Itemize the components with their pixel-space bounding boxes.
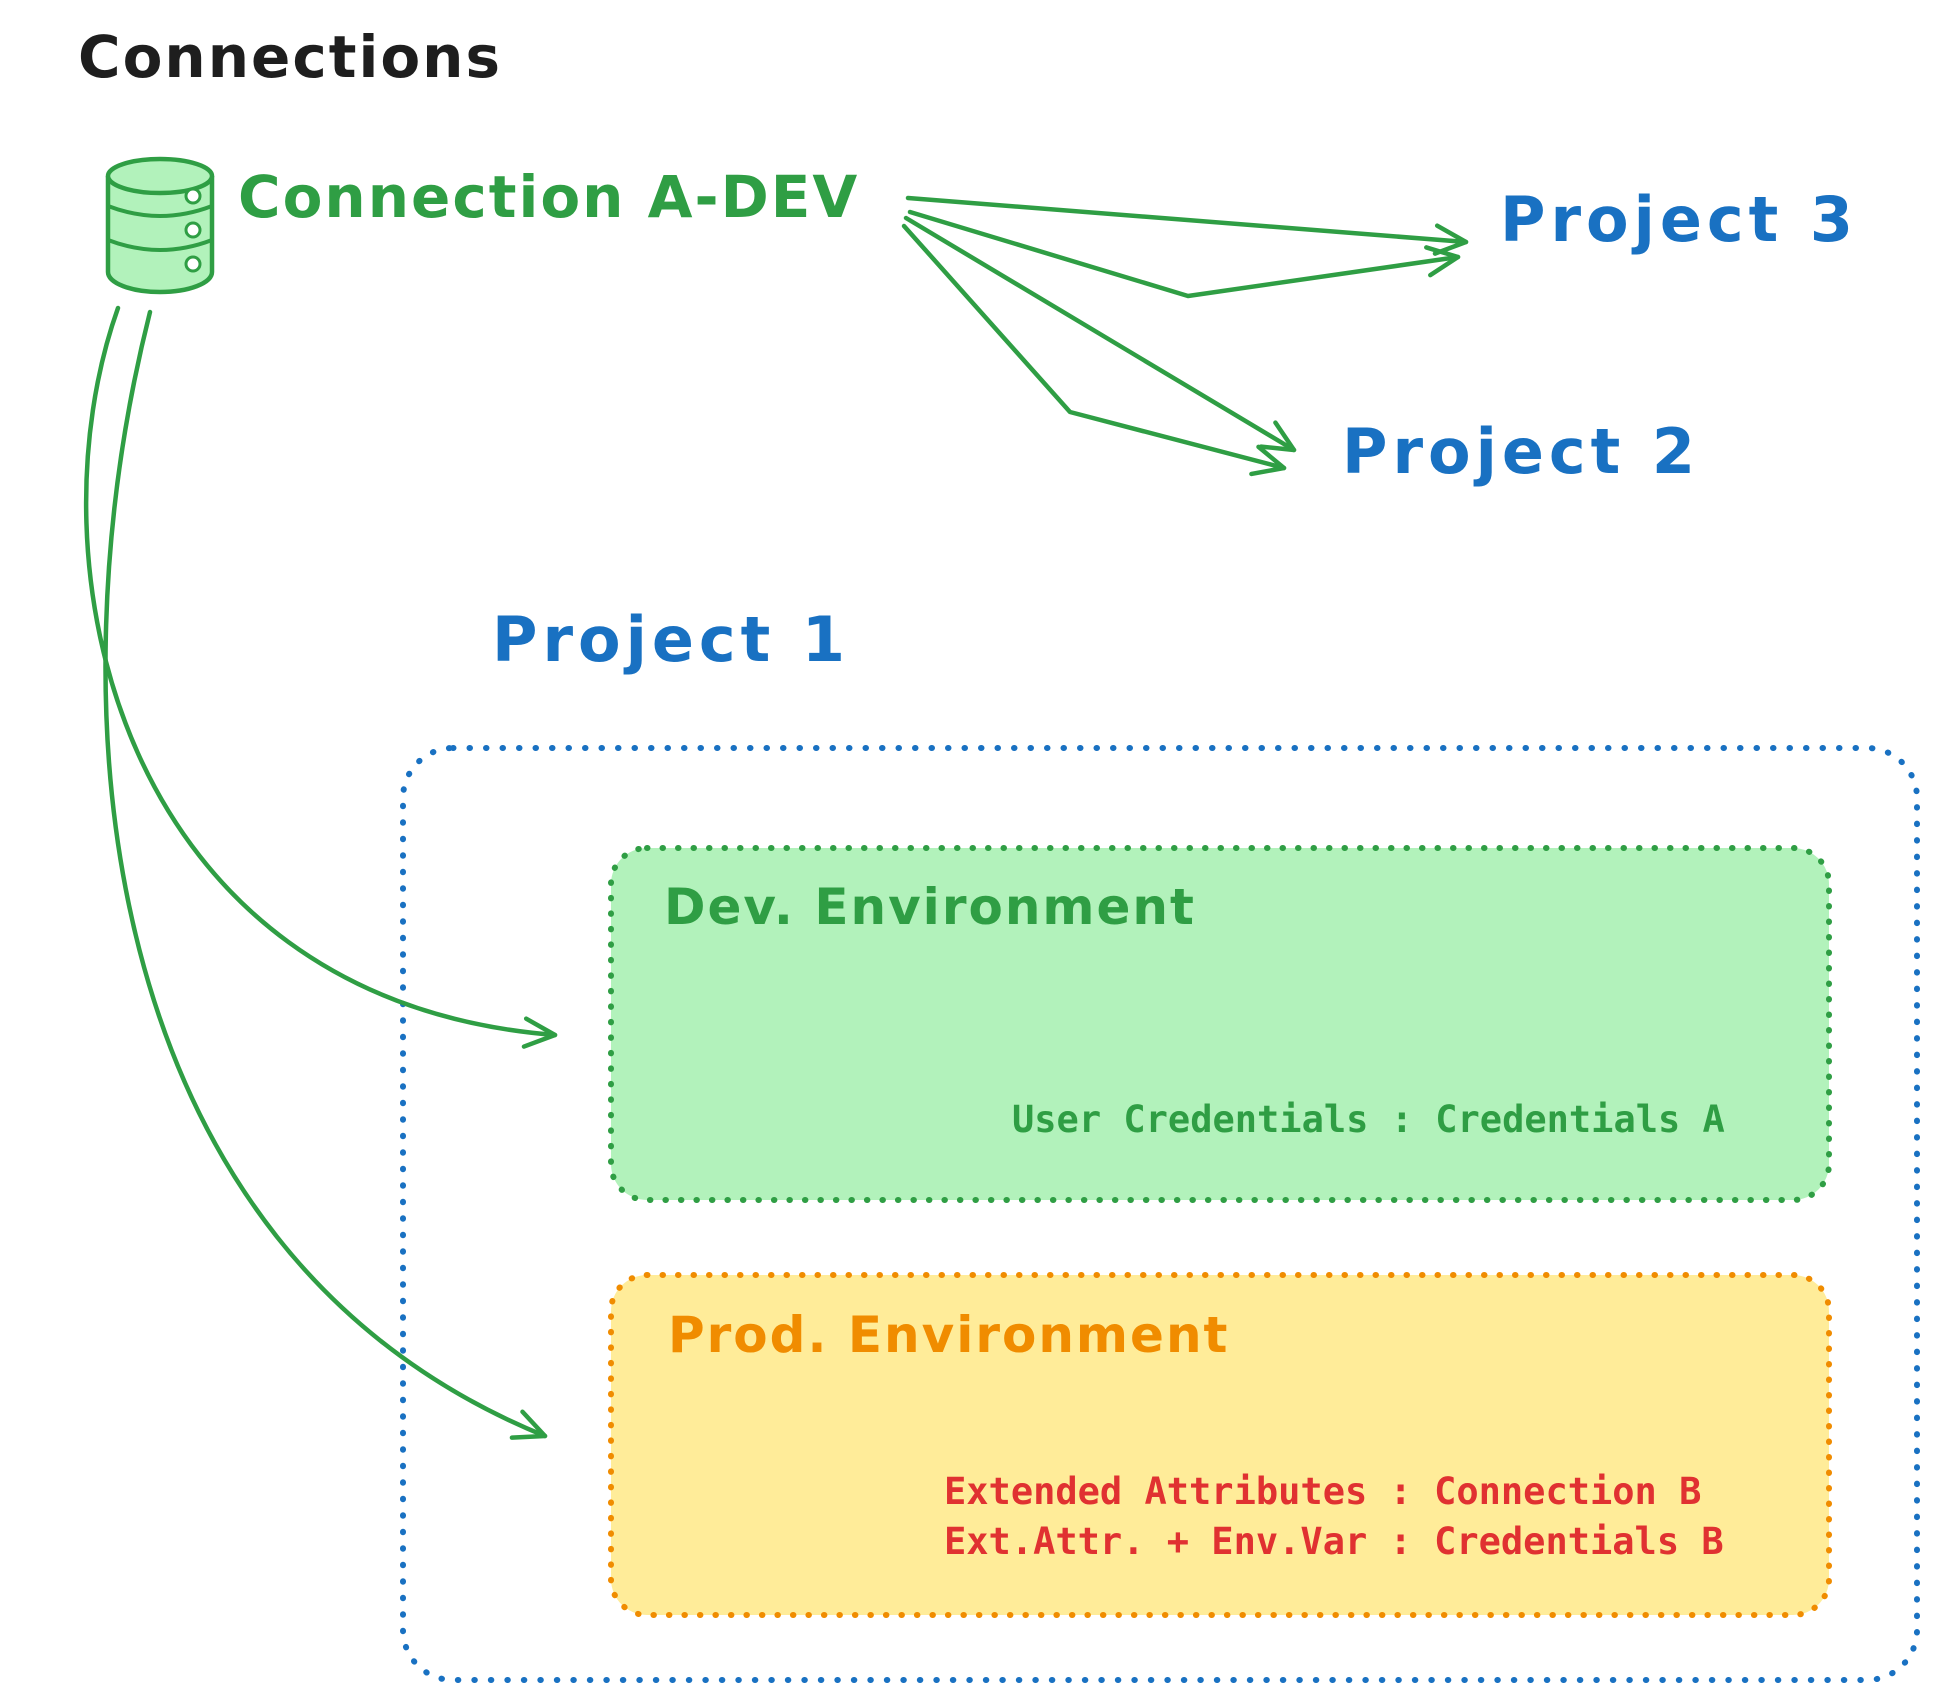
arrow-connection-to-project2-a xyxy=(903,215,1297,453)
arrow-connection-to-project3-b xyxy=(907,209,1461,299)
dev-environment-title: Dev. Environment xyxy=(664,878,1196,936)
prod-environment-box xyxy=(608,1272,1832,1618)
dev-environment-credentials-text: User Credentials : Credentials A xyxy=(1012,1098,1725,1141)
arrow-connection-to-project3-a xyxy=(905,195,1469,256)
arrow-database-to-dev-env xyxy=(83,305,558,1049)
prod-environment-title: Prod. Environment xyxy=(668,1306,1230,1364)
project1-container-box xyxy=(400,745,1920,1683)
arrow-database-to-prod-env xyxy=(103,309,548,1440)
diagram-title: Connections xyxy=(78,23,502,91)
arrow-connection-to-project2-b xyxy=(901,223,1287,477)
project-2-label: Project 2 xyxy=(1342,415,1701,488)
connection-a-dev-label: Connection A-DEV xyxy=(238,163,860,231)
prod-environment-attr-line1: Extended Attributes : Connection B xyxy=(944,1470,1702,1513)
dev-environment-box xyxy=(608,845,1832,1203)
database-icon xyxy=(105,156,215,295)
project-3-label: Project 3 xyxy=(1500,183,1859,256)
prod-environment-attr-line2: Ext.Attr. + Env.Var : Credentials B xyxy=(944,1520,1724,1563)
project-1-label: Project 1 xyxy=(492,603,851,676)
